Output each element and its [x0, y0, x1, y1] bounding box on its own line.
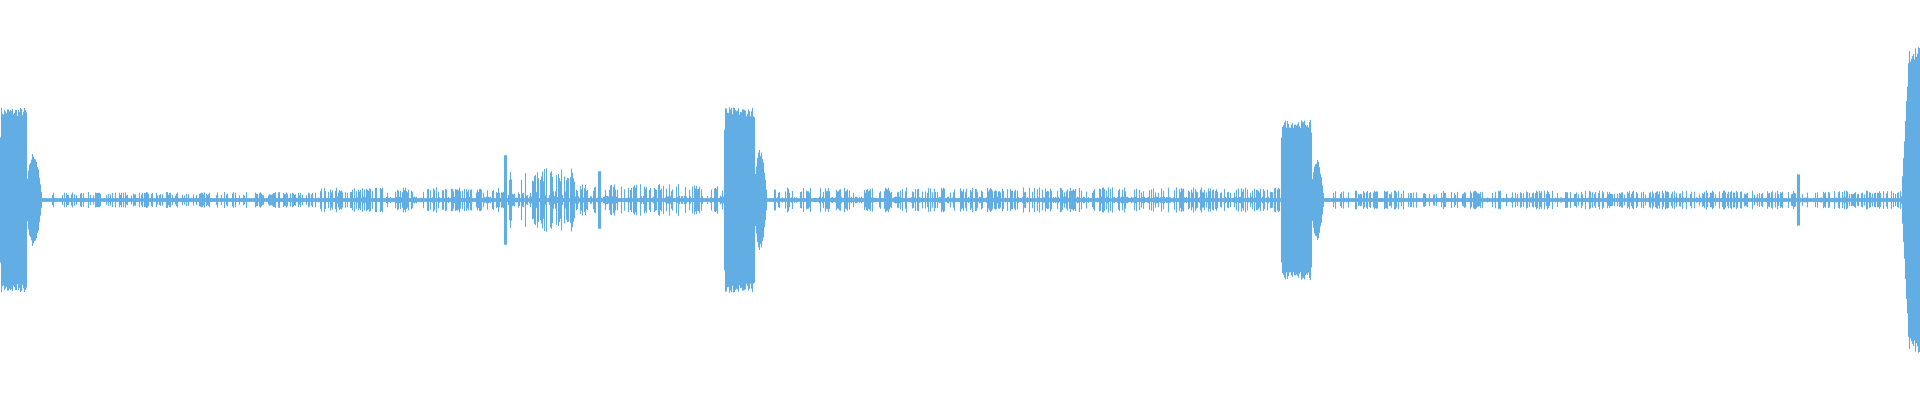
- waveform-amplitude-path: [0, 47, 1920, 353]
- waveform-bars: [0, 47, 1920, 353]
